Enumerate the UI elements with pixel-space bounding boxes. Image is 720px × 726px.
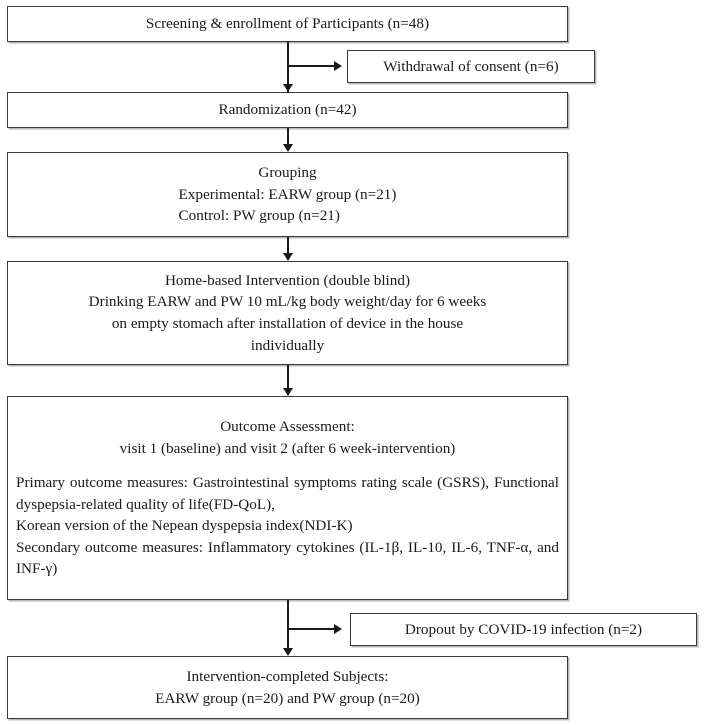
box-outcome-heading-2: visit 1 (baseline) and visit 2 (after 6 … [119,439,456,457]
box-grouping-line-2: Experimental: EARW group (n=21) [178,185,397,203]
box-intervention-line-4: individually [250,336,325,354]
box-outcome-spacer [16,459,559,472]
box-grouping-line-1: Grouping [258,164,317,182]
arrowhead-right-to-dropout [334,624,342,634]
box-completed-line-1: Intervention-completed Subjects: [186,667,389,685]
connector-outcome-to-completed [287,600,289,648]
box-dropout-line-1: Dropout by COVID-19 infection (n=2) [404,620,643,638]
box-outcome-secondary-measures: Secondary outcome measures: Inflammatory… [16,538,559,578]
connector-branch-to-withdrawal [287,65,335,67]
arrowhead-down-to-grouping [283,144,293,152]
box-grouping-lines-block: Experimental: EARW group (n=21) Control:… [16,184,559,227]
connector-screening-to-randomization [287,42,289,92]
box-intervention-line-3: on empty stomach after installation of d… [111,315,464,332]
box-completed-line-2: EARW group (n=20) and PW group (n=20) [155,689,420,707]
box-grouping: Grouping Experimental: EARW group (n=21)… [7,152,568,237]
connector-randomization-to-grouping [287,128,289,144]
box-home-based-intervention: Home-based Intervention (double blind) D… [7,261,568,365]
box-dropout-covid: Dropout by COVID-19 infection (n=2) [350,613,697,646]
box-outcome-primary-measures: Primary outcome measures: Gastrointestin… [16,474,559,513]
connector-branch-to-dropout [287,628,335,630]
box-grouping-subblock: Experimental: EARW group (n=21) Control:… [179,184,397,227]
box-intervention-completed: Intervention-completed Subjects: EARW gr… [7,656,568,719]
box-withdrawal-of-consent: Withdrawal of consent (n=6) [347,50,595,83]
box-intervention-line-2: Drinking EARW and PW 10 mL/kg body weigh… [88,293,487,311]
box-randomization: Randomization (n=42) [7,92,568,128]
box-outcome-heading-1: Outcome Assessment: [220,417,355,435]
arrowhead-down-to-randomization [283,84,293,92]
connector-intervention-to-outcome [287,365,289,388]
box-outcome-assessment: Outcome Assessment: visit 1 (baseline) a… [7,396,568,600]
box-withdrawal-line-1: Withdrawal of consent (n=6) [383,57,559,75]
connector-grouping-to-intervention [287,237,289,253]
arrowhead-down-to-completed [283,648,293,656]
arrowhead-down-to-outcome [283,388,293,396]
box-grouping-line-3: Control: PW group (n=21) [178,207,340,225]
arrowhead-down-to-intervention [283,253,293,261]
box-screening-enrollment: Screening & enrollment of Participants (… [7,6,568,42]
box-screening-line-1: Screening & enrollment of Participants (… [145,15,430,33]
box-outcome-primary-tail: Korean version of the Nepean dyspepsia i… [16,517,353,535]
arrowhead-right-to-withdrawal [334,61,342,71]
box-randomization-line-1: Randomization (n=42) [218,101,357,119]
box-intervention-line-1: Home-based Intervention (double blind) [164,271,411,289]
